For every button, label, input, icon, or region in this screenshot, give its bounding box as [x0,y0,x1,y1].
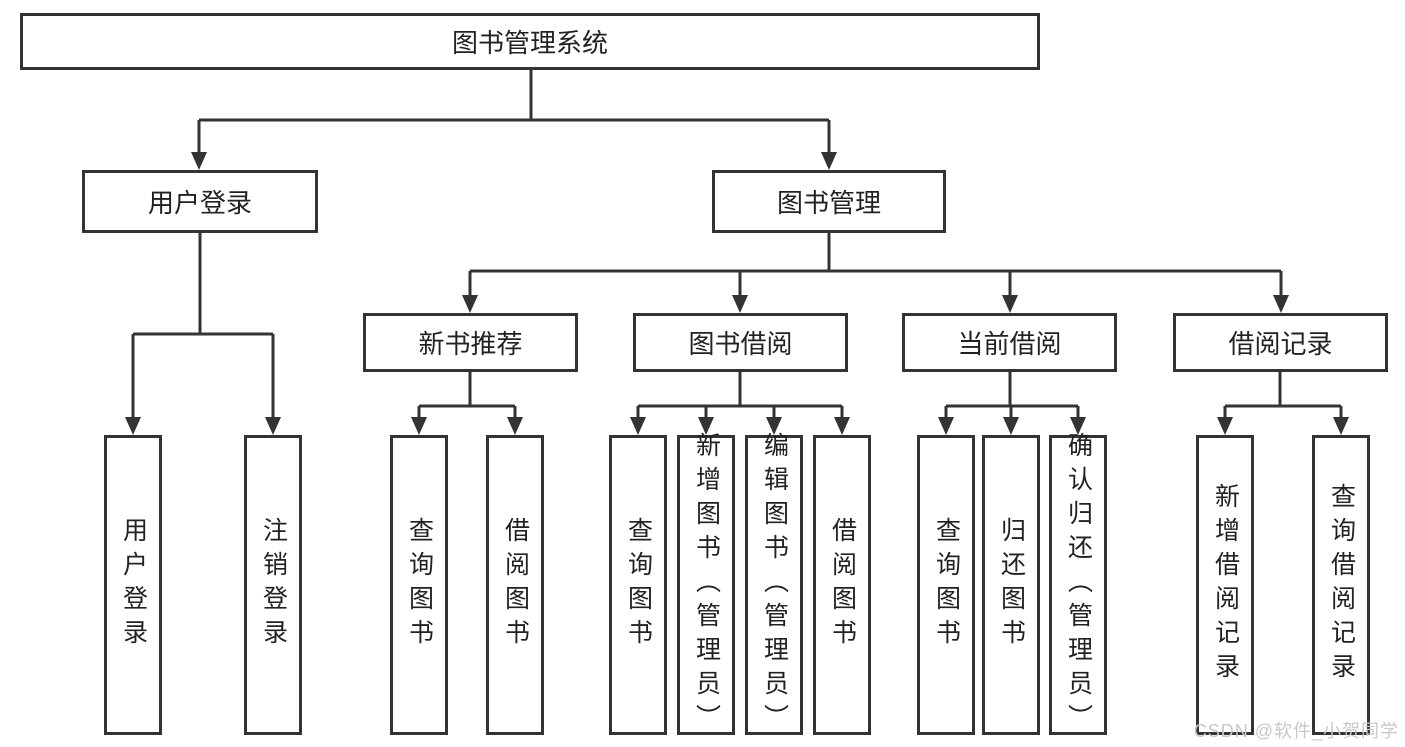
leaf-label: 编辑图书（管理员） [760,432,789,738]
arrow-down-icon [462,295,478,313]
node-user-login: 用户登录 [82,170,318,233]
branch-root-connector [191,70,837,170]
branch-current-borrow-connector [938,372,1086,435]
arrow-down-icon [821,152,837,170]
leaf-borrow-books: 借阅图书 [813,435,871,735]
leaf-add-book-admin: 新增图书（管理员） [677,432,735,738]
leaf-confirm-return-admin: 确认归还（管理员） [1049,432,1107,738]
leaf-label: 借阅图书 [501,517,530,653]
leaf-label: 查询图书 [405,517,434,653]
branch-new-book-connector [411,372,523,435]
arrow-down-icon [507,417,523,435]
leaf-label: 查询图书 [624,517,653,653]
node-root: 图书管理系统 [20,13,1040,70]
leaf-return-book: 归还图书 [982,435,1040,735]
arrow-down-icon [698,417,714,435]
branch-book-borrow-connector [630,372,850,435]
leaf-label: 归还图书 [997,517,1026,653]
arrow-down-icon [265,417,281,435]
leaf-label: 用户登录 [119,517,148,653]
leaf-query-borrow-record: 查询借阅记录 [1312,435,1370,735]
branch-user-login-connector [125,233,281,435]
node-new-book-recommend: 新书推荐 [363,313,578,372]
leaf-query-books-recommend: 查询图书 [390,435,448,735]
arrow-down-icon [125,417,141,435]
arrow-down-icon [1333,417,1349,435]
node-borrow-records: 借阅记录 [1173,313,1388,372]
node-book-management: 图书管理 [712,170,946,233]
watermark: CSDN @软件_小贺同学 [1193,721,1399,741]
arrow-down-icon [1002,295,1018,313]
leaf-label: 新增图书（管理员） [692,432,721,738]
leaf-label: 查询图书 [932,517,961,653]
arrow-down-icon [191,152,207,170]
node-book-borrow: 图书借阅 [633,313,848,372]
leaf-label: 确认归还（管理员） [1064,432,1093,738]
leaf-user-login: 用户登录 [104,435,162,735]
branch-book-management-connector [462,233,1289,313]
leaf-edit-book-admin: 编辑图书（管理员） [745,432,803,738]
leaf-label: 借阅图书 [828,517,857,653]
node-current-borrow: 当前借阅 [902,313,1117,372]
leaf-label: 查询借阅记录 [1327,483,1356,687]
arrow-down-icon [1273,295,1289,313]
arrow-down-icon [766,417,782,435]
arrow-down-icon [630,417,646,435]
arrow-down-icon [834,417,850,435]
leaf-borrow-books-recommend: 借阅图书 [486,435,544,735]
arrow-down-icon [1070,417,1086,435]
arrow-down-icon [938,417,954,435]
arrow-down-icon [1217,417,1233,435]
leaf-logout: 注销登录 [244,435,302,735]
leaf-label: 注销登录 [259,517,288,653]
leaf-label: 新增借阅记录 [1211,483,1240,687]
branch-borrow-records-connector [1217,372,1349,435]
arrow-down-icon [732,295,748,313]
leaf-query-books-borrow: 查询图书 [609,435,667,735]
leaf-query-books-current: 查询图书 [917,435,975,735]
arrow-down-icon [411,417,427,435]
arrow-down-icon [1003,417,1019,435]
leaf-add-borrow-record: 新增借阅记录 [1196,435,1254,735]
